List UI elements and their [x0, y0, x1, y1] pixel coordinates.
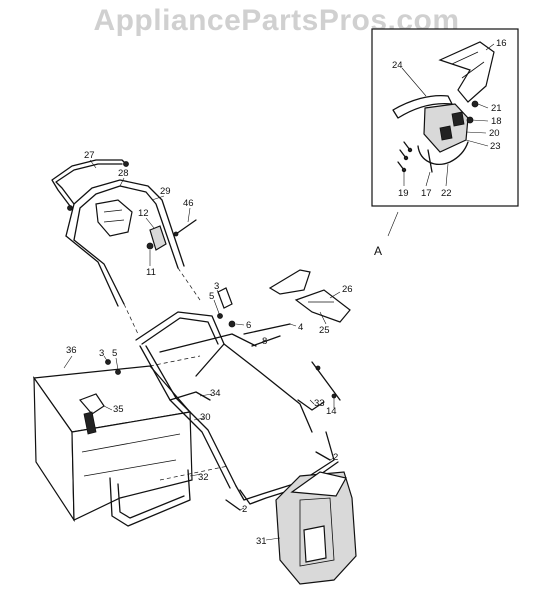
part-2-pin-right[interactable]	[315, 451, 331, 461]
main-label: 11	[146, 267, 156, 278]
detail-label: 23	[490, 141, 501, 152]
main-label: 3	[214, 281, 219, 292]
detail-label: 22	[441, 188, 452, 199]
main-label: 36	[66, 345, 77, 356]
main-label: 6	[246, 320, 251, 331]
part-22-cable[interactable]	[417, 141, 469, 165]
main-label: 35	[113, 404, 124, 415]
part-30-lower-handle[interactable]	[139, 345, 231, 489]
main-label: 8	[262, 336, 267, 347]
part-29-upper-handle[interactable]	[65, 179, 185, 267]
part-lower-frame[interactable]	[235, 431, 335, 501]
detail-label: 20	[489, 128, 500, 139]
part-bag-frame[interactable]	[109, 469, 191, 527]
part-31-bag-window	[303, 525, 327, 563]
main-label: 26	[342, 284, 353, 295]
main-label: 4	[298, 322, 303, 333]
detail-label: 21	[491, 103, 502, 114]
part-21-screw[interactable]	[471, 100, 479, 108]
part-33-clip[interactable]	[297, 399, 325, 411]
part-46-bolt[interactable]	[175, 219, 197, 235]
part-2-pin-left[interactable]	[225, 499, 241, 511]
part-11-knob[interactable]	[146, 242, 154, 250]
part-frame-cross[interactable]	[159, 333, 257, 353]
part-6-knob[interactable]	[228, 320, 236, 328]
main-label: 29	[160, 186, 171, 197]
main-label: 46	[183, 198, 194, 209]
main-label: 34	[210, 388, 221, 399]
detail-label: 19	[398, 188, 409, 199]
main-label: 27	[84, 150, 95, 161]
detail-label: 16	[496, 38, 507, 49]
main-label: 33	[314, 398, 325, 409]
part-lever-top[interactable]	[268, 269, 311, 295]
detail-label: 24	[392, 60, 403, 71]
part-27-bail[interactable]	[51, 159, 127, 207]
main-label: 2	[333, 452, 338, 463]
main-label: 14	[326, 406, 337, 417]
part-28-handle-grip[interactable]	[95, 199, 133, 237]
main-label: 30	[200, 412, 211, 423]
part-3-bracket[interactable]	[217, 287, 233, 309]
part-17-pin[interactable]	[427, 149, 433, 173]
main-label: 28	[118, 168, 129, 179]
main-label: 3	[99, 348, 104, 359]
callout-letter-a: A	[374, 244, 382, 258]
part-4-rod[interactable]	[243, 323, 291, 335]
part-8-rod[interactable]	[251, 335, 281, 347]
main-label: 31	[256, 536, 267, 547]
detail-label: 17	[421, 188, 432, 199]
main-label: 12	[138, 208, 149, 219]
part-26-lever[interactable]	[294, 289, 351, 323]
detail-label: 18	[491, 116, 502, 127]
part-36-bag-front[interactable]	[71, 411, 193, 521]
callout-arrow	[387, 211, 399, 237]
part-34-rod[interactable]	[223, 343, 313, 433]
part-12-switch[interactable]	[149, 225, 167, 251]
main-label: 5	[209, 291, 214, 302]
detail-view-a: 16 24 21 18 20 23 19 17 22	[371, 28, 519, 207]
main-label: 25	[319, 325, 330, 336]
main-label: 32	[198, 472, 209, 483]
part-frame-top[interactable]	[135, 311, 225, 377]
part-handle-left-leg[interactable]	[65, 235, 125, 307]
main-label: 2	[242, 504, 247, 515]
main-label: 5	[112, 348, 117, 359]
